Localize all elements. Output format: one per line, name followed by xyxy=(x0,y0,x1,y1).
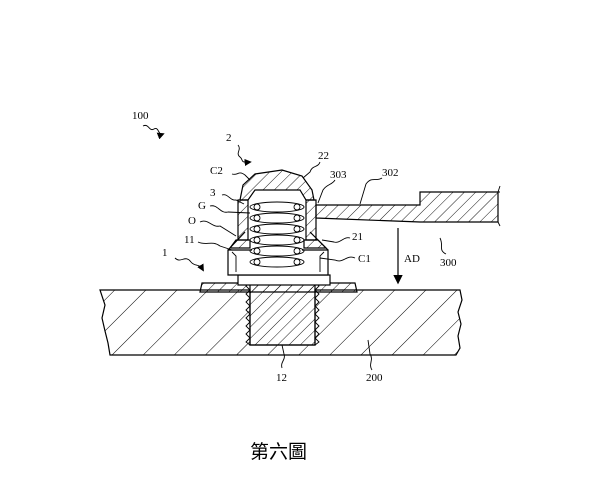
label-302: 302 xyxy=(382,167,399,179)
label-100: 100 xyxy=(132,110,149,122)
label-11: 11 xyxy=(184,234,195,246)
coil-spring xyxy=(249,198,305,268)
label-1: 1 xyxy=(162,247,168,259)
label-22: 22 xyxy=(318,150,329,162)
label-c2: C2 xyxy=(210,165,223,177)
label-200: 200 xyxy=(366,372,383,384)
label-o: O xyxy=(188,215,196,227)
label-3: 3 xyxy=(210,187,216,199)
label-300: 300 xyxy=(440,257,457,269)
figure-caption: 第六圖 xyxy=(250,441,307,463)
label-c1: C1 xyxy=(358,253,371,265)
label-ad: AD xyxy=(404,253,420,265)
cap xyxy=(228,169,328,249)
label-g: G xyxy=(198,200,206,212)
label-21: 21 xyxy=(352,231,363,243)
base-flange xyxy=(199,274,358,293)
label-12: 12 xyxy=(276,372,287,384)
panel-arm xyxy=(315,185,501,227)
label-2: 2 xyxy=(226,132,232,144)
part-labels: 100 2 22 C2 303 302 3 G O 11 21 1 C1 AD … xyxy=(132,110,457,384)
label-303: 303 xyxy=(330,169,347,181)
leader-lines xyxy=(142,124,447,371)
